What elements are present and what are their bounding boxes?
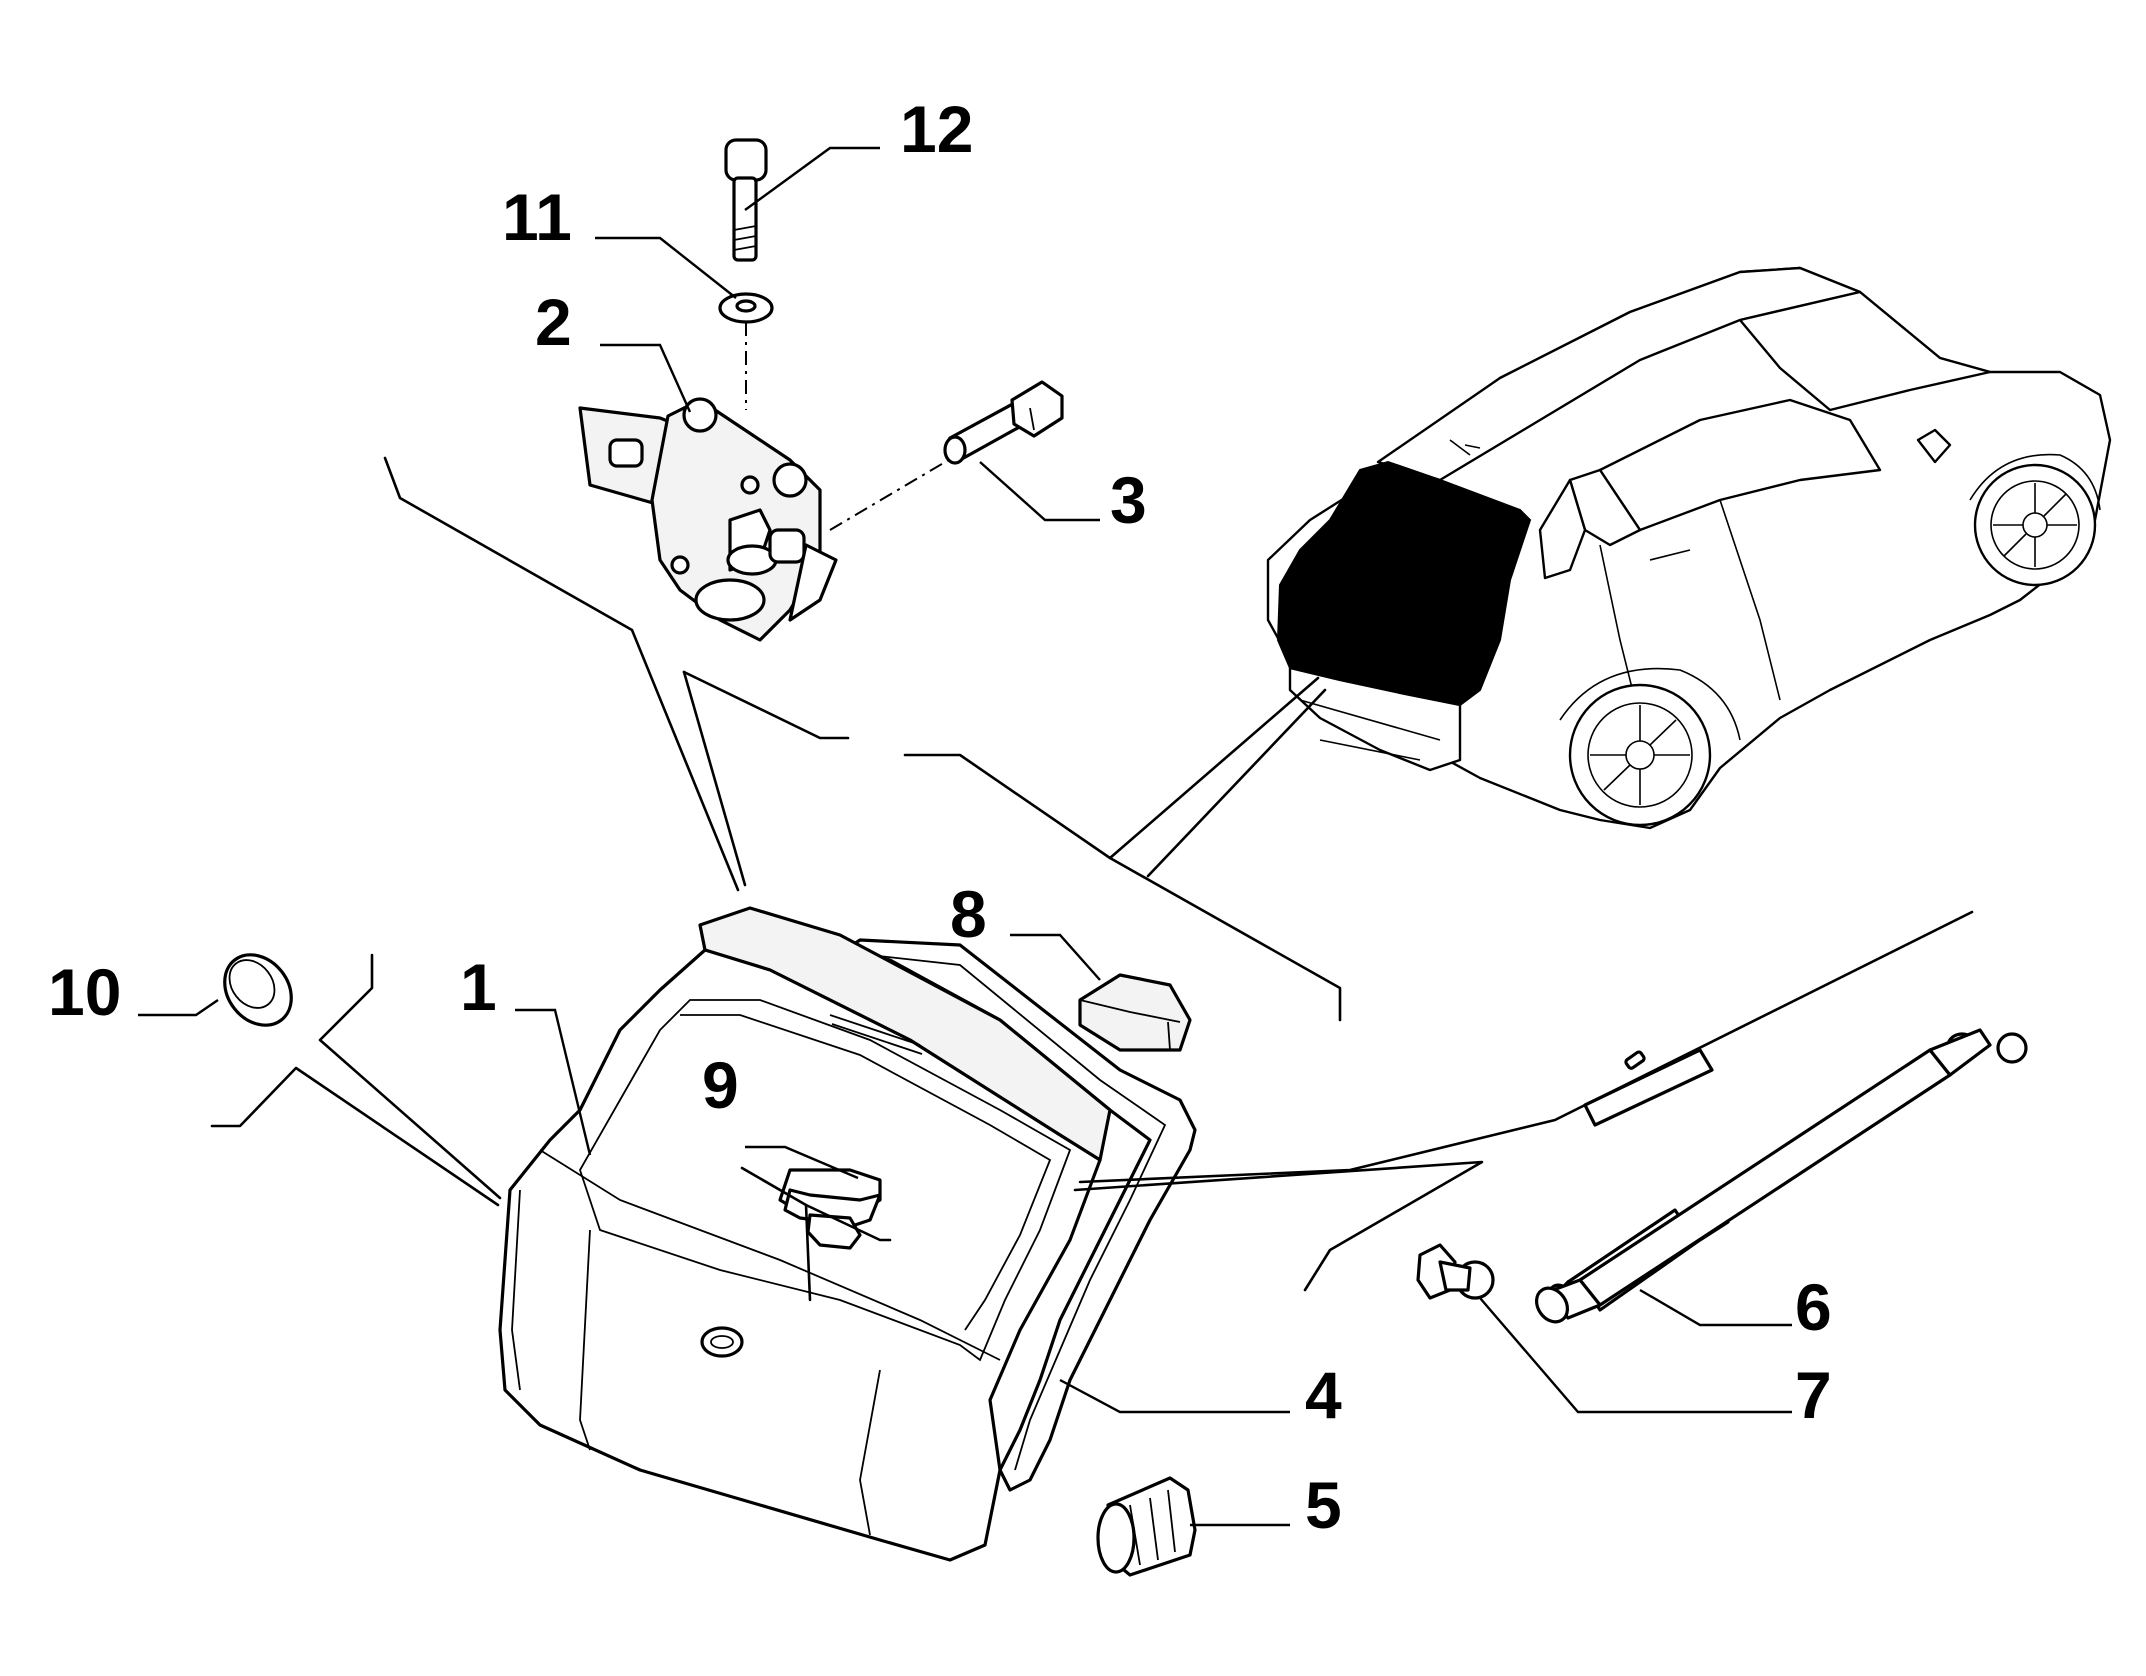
part-11-washer — [718, 292, 774, 324]
callout-labels: 12 11 2 3 8 10 1 9 6 4 7 5 — [48, 92, 1832, 1542]
callout-8: 8 — [950, 877, 987, 951]
callout-6: 6 — [1795, 1270, 1832, 1344]
callout-9: 9 — [702, 1048, 739, 1122]
part-1-tailgate — [498, 906, 1112, 1562]
part-12-bolt — [724, 138, 768, 262]
callout-1: 1 — [460, 950, 497, 1024]
callout-5: 5 — [1305, 1468, 1342, 1542]
part-3-hinge-bolt — [943, 380, 1064, 465]
part-6-gas-strut — [1534, 1028, 2028, 1324]
callout-3: 3 — [1110, 463, 1147, 537]
car-illustration — [1266, 266, 2112, 830]
leader-lines — [138, 146, 1792, 1527]
part-8-bumper-pad — [1078, 973, 1192, 1052]
part-10-cap — [223, 953, 293, 1027]
callout-10: 10 — [48, 955, 121, 1029]
callout-4: 4 — [1305, 1358, 1342, 1432]
assembly-axis-hinge-bolt — [829, 457, 953, 531]
callout-11: 11 — [502, 180, 572, 254]
part-5-bump-stop — [1096, 1476, 1197, 1577]
part-4-seal — [843, 938, 1197, 1492]
guide-lines — [210, 456, 1974, 1302]
callout-7: 7 — [1795, 1358, 1832, 1432]
part-7-ball-stud — [1416, 1243, 1495, 1300]
callout-12: 12 — [900, 92, 973, 166]
part-2-hinge — [578, 397, 838, 642]
callout-2: 2 — [535, 285, 572, 359]
